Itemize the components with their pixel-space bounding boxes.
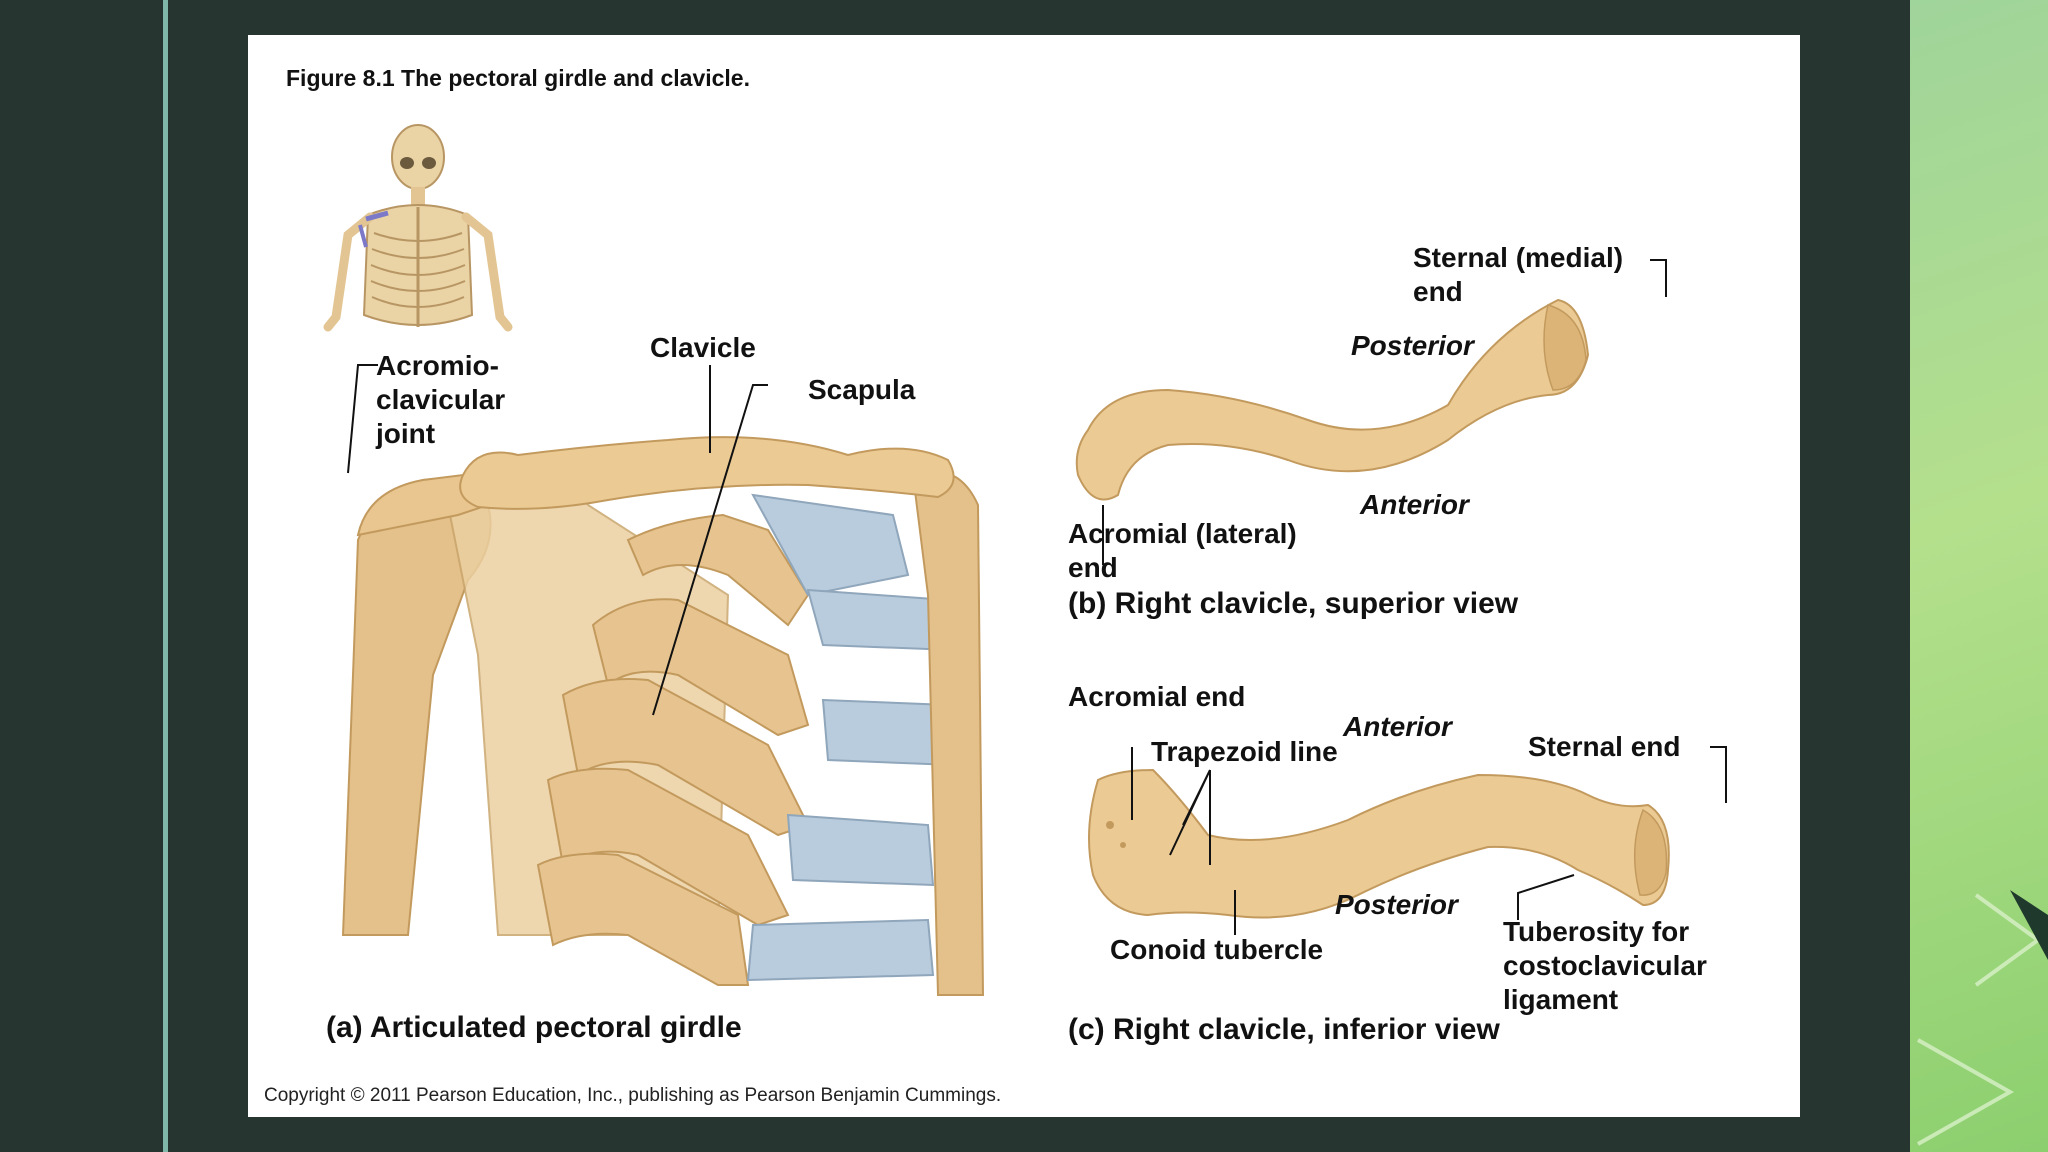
label-acromioclavicular-joint-line1: Acromio- <box>376 350 499 381</box>
clavicle-superior-drawing <box>1075 298 1590 501</box>
caption-panel-a: (a) Articulated pectoral girdle <box>326 1011 742 1044</box>
figure-slide: Figure 8.1 The pectoral girdle and clavi… <box>248 35 1800 1117</box>
label-conoid-tubercle: Conoid tubercle <box>1110 934 1324 965</box>
clavicle-inferior-drawing <box>1088 768 1670 919</box>
label-acromioclavicular-joint-line2: clavicular <box>376 384 506 415</box>
copyright-notice: Copyright © 2011 Pearson Education, Inc.… <box>264 1085 1002 1106</box>
anatomy-illustration <box>323 124 1727 996</box>
caption-panel-b: (b) Right clavicle, superior view <box>1068 587 1519 620</box>
chevron-decoration <box>1917 890 2048 1146</box>
label-sternal-medial-end-line2: end <box>1413 276 1463 307</box>
skeleton-inset <box>323 124 513 332</box>
label-acromial-end: Acromial end <box>1068 681 1246 712</box>
figure-title: Figure 8.1 The pectoral girdle and clavi… <box>286 65 750 91</box>
label-acromial-lateral-end-line2: end <box>1068 552 1118 583</box>
label-trapezoid-line: Trapezoid line <box>1151 736 1338 767</box>
right-decor-panel <box>1910 0 2048 1152</box>
label-acromioclavicular-joint-line3: joint <box>376 418 436 449</box>
label-tuberosity-line3: ligament <box>1503 984 1619 1015</box>
label-clavicle: Clavicle <box>650 332 756 363</box>
pectoral-girdle-drawing <box>341 436 985 996</box>
label-sternal-medial-end-line1: Sternal (medial) <box>1413 242 1624 273</box>
label-anterior-superior: Anterior <box>1360 489 1469 520</box>
label-tuberosity-line1: Tuberosity for <box>1503 916 1690 947</box>
label-tuberosity-line2: costoclavicular <box>1503 950 1707 981</box>
caption-panel-c: (c) Right clavicle, inferior view <box>1068 1013 1500 1046</box>
accent-bar <box>163 0 168 1152</box>
label-posterior-inferior: Posterior <box>1335 889 1458 920</box>
label-scapula: Scapula <box>808 374 916 405</box>
label-anterior-inferior: Anterior <box>1343 711 1452 742</box>
label-sternal-end: Sternal end <box>1528 731 1681 762</box>
label-posterior-superior: Posterior <box>1351 330 1474 361</box>
label-acromial-lateral-end-line1: Acromial (lateral) <box>1068 518 1297 549</box>
